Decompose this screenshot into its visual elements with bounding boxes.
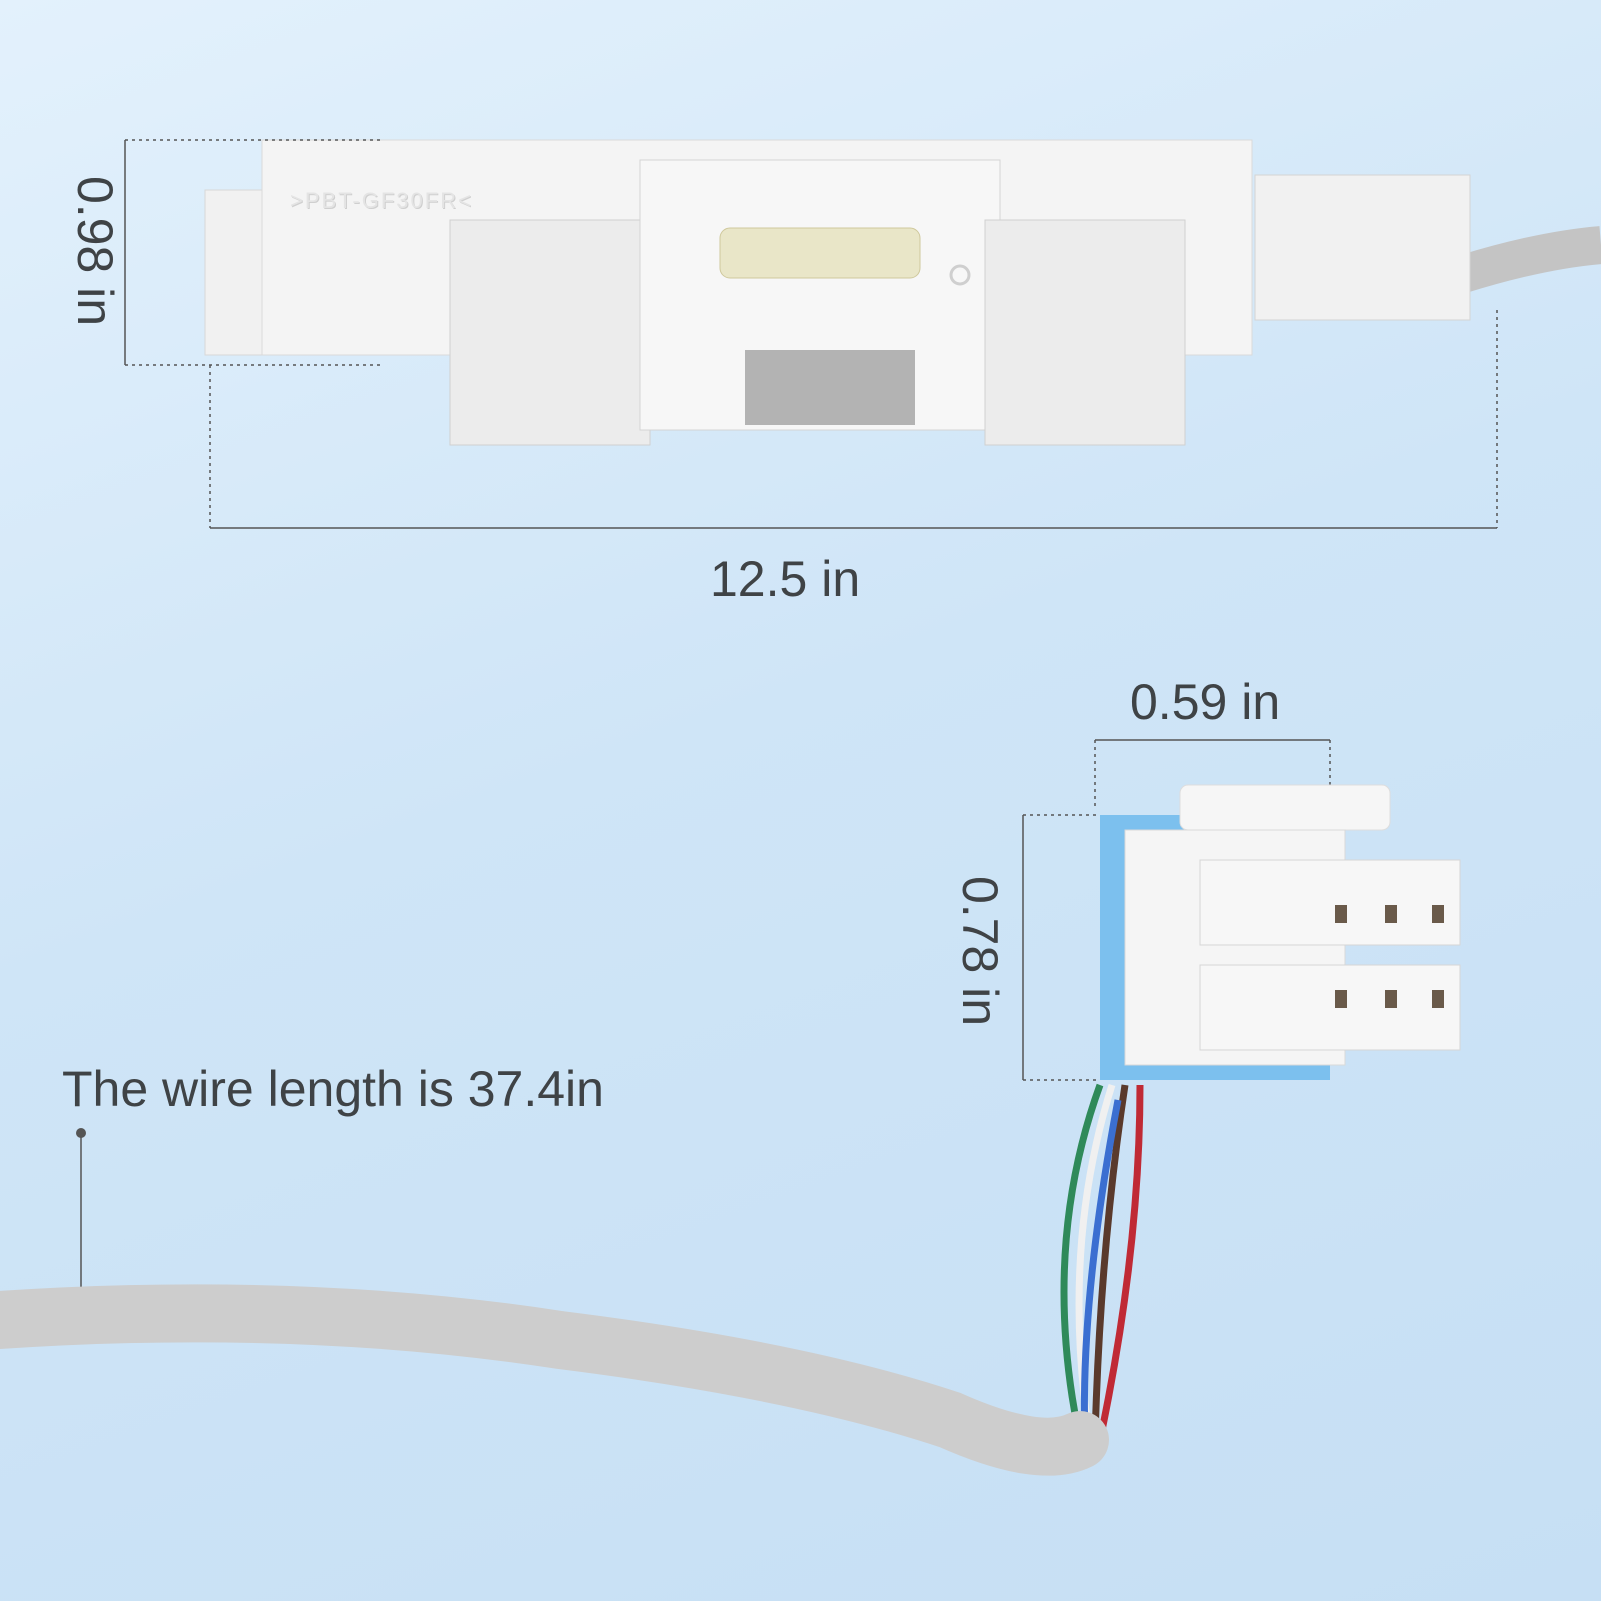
cable-main — [0, 1284, 1109, 1476]
door-lock-switch — [204, 139, 1471, 446]
callout-dot — [76, 1128, 86, 1138]
connector — [1100, 784, 1461, 1080]
part-marking: >PBT-GF30FR< — [290, 188, 473, 213]
length-label: 12.5 in — [710, 551, 861, 607]
dimension-lines — [80, 139, 1498, 1295]
connector-width-label: 0.59 in — [1130, 674, 1281, 730]
wire-length-note: The wire length is 37.4in — [62, 1061, 604, 1117]
wires — [1060, 1083, 1144, 1441]
connector-height-label: 0.78 in — [952, 875, 1009, 1027]
cable-top — [1454, 226, 1601, 294]
height-label: 0.98 in — [67, 175, 124, 327]
